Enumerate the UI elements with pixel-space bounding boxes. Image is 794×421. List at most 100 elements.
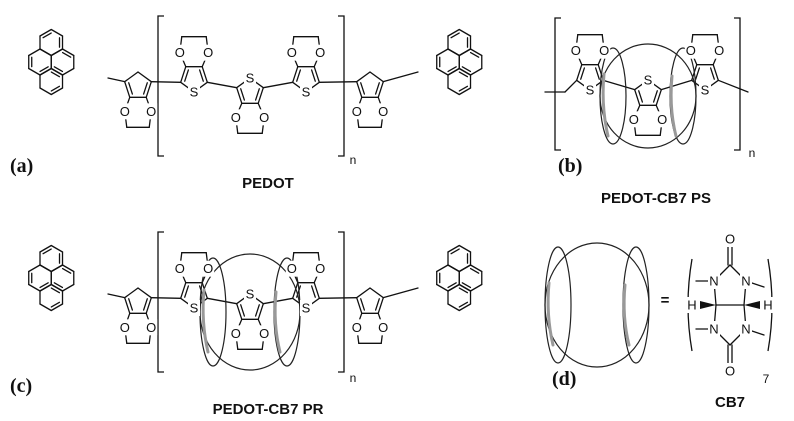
atom-mask: [656, 111, 669, 128]
bond: [107, 293, 126, 299]
bond: [61, 264, 75, 273]
oxygen-atom: O: [378, 104, 388, 119]
atom-mask: [229, 325, 242, 342]
atom-mask: [258, 109, 271, 126]
atom-mask: [686, 297, 698, 313]
bond: [240, 304, 246, 317]
bond: [458, 283, 472, 292]
cb7-portal-left: [599, 47, 627, 145]
bond: [436, 283, 449, 292]
atom-mask: [188, 300, 200, 316]
bond: [447, 264, 460, 273]
repeat-bracket-left: [554, 17, 561, 151]
bond: [458, 48, 472, 57]
pedot-caption: PEDOT: [242, 175, 294, 192]
bond: [369, 71, 384, 83]
bond: [469, 264, 483, 273]
panel-d-repeat-7: 7: [763, 372, 770, 386]
bond: [447, 66, 457, 73]
bond: [447, 282, 457, 289]
bond: [296, 69, 302, 82]
bond: [50, 303, 64, 312]
sulfur-atom: S: [302, 85, 311, 100]
bond: [50, 28, 64, 37]
bond: [458, 244, 472, 253]
cb7-portal-shading: [622, 283, 631, 347]
bond: [39, 48, 52, 57]
oxygen-atom: O: [287, 45, 297, 60]
oxygen-atom: O: [175, 45, 185, 60]
panel-c-label: (c): [10, 375, 32, 397]
bond: [50, 244, 64, 253]
cb7-macrocycle-outline: [199, 253, 301, 371]
oxygen-atom: O: [571, 43, 581, 58]
bond: [50, 283, 64, 292]
bond: [634, 89, 641, 106]
bond: [142, 82, 148, 95]
bond: [39, 28, 52, 37]
atom-mask: [377, 103, 390, 120]
bond: [655, 89, 662, 106]
cb7-portal-shading: [201, 288, 210, 354]
atom-mask: [118, 103, 131, 120]
sulfur-atom: S: [586, 83, 595, 98]
bond: [458, 28, 472, 37]
panel-b-label: (b): [558, 155, 582, 177]
bond: [461, 66, 472, 73]
oxygen-atom: O: [231, 326, 241, 341]
cb7-portal-shading: [546, 281, 555, 347]
atom-mask: [188, 84, 200, 100]
bond: [576, 64, 583, 81]
bond: [39, 264, 52, 273]
bond: [469, 267, 480, 274]
bond: [436, 48, 449, 57]
oxygen-atom: O: [315, 45, 325, 60]
bond: [447, 28, 460, 37]
bond: [447, 303, 460, 312]
bond: [50, 67, 64, 76]
bond: [39, 303, 52, 312]
bond: [292, 66, 299, 83]
bond: [61, 51, 72, 58]
atom-mask: [598, 42, 611, 59]
oxygen-atom: O: [231, 110, 241, 125]
sulfur-atom: S: [644, 73, 653, 88]
bond: [184, 69, 190, 82]
panel-b-repeat-n: n: [749, 146, 756, 160]
bond: [124, 287, 139, 299]
bond: [28, 283, 41, 292]
bond: [124, 297, 131, 314]
cb7-macrocycle-outline: [544, 242, 650, 368]
nitrogen-atom: N: [709, 274, 718, 289]
bond: [145, 81, 152, 98]
pedot-cb7-pr-caption: PEDOT-CB7 PR: [213, 401, 324, 418]
bond: [137, 71, 152, 83]
atom-mask: [708, 321, 720, 337]
bond: [150, 81, 182, 83]
bond: [240, 88, 246, 101]
bond: [145, 297, 152, 314]
oxygen-atom: O: [259, 110, 269, 125]
bond: [356, 81, 363, 98]
bond: [201, 66, 208, 83]
bond: [374, 298, 380, 311]
cb7-portal-shading: [669, 74, 678, 138]
oxygen-atom: O: [657, 112, 667, 127]
bond: [206, 81, 238, 89]
bond: [469, 51, 480, 58]
atom-mask: [145, 319, 158, 336]
bond: [458, 71, 469, 78]
bond: [356, 297, 363, 314]
bond: [469, 48, 483, 57]
bond: [318, 81, 358, 83]
bond: [369, 287, 384, 299]
atom-mask: [569, 42, 582, 59]
atom-mask: [724, 363, 736, 379]
bond: [310, 69, 316, 82]
bond: [184, 285, 190, 298]
atom-mask: [642, 72, 654, 88]
bond: [150, 297, 182, 299]
atom-mask: [300, 300, 312, 316]
cb7-caption: CB7: [715, 394, 745, 411]
